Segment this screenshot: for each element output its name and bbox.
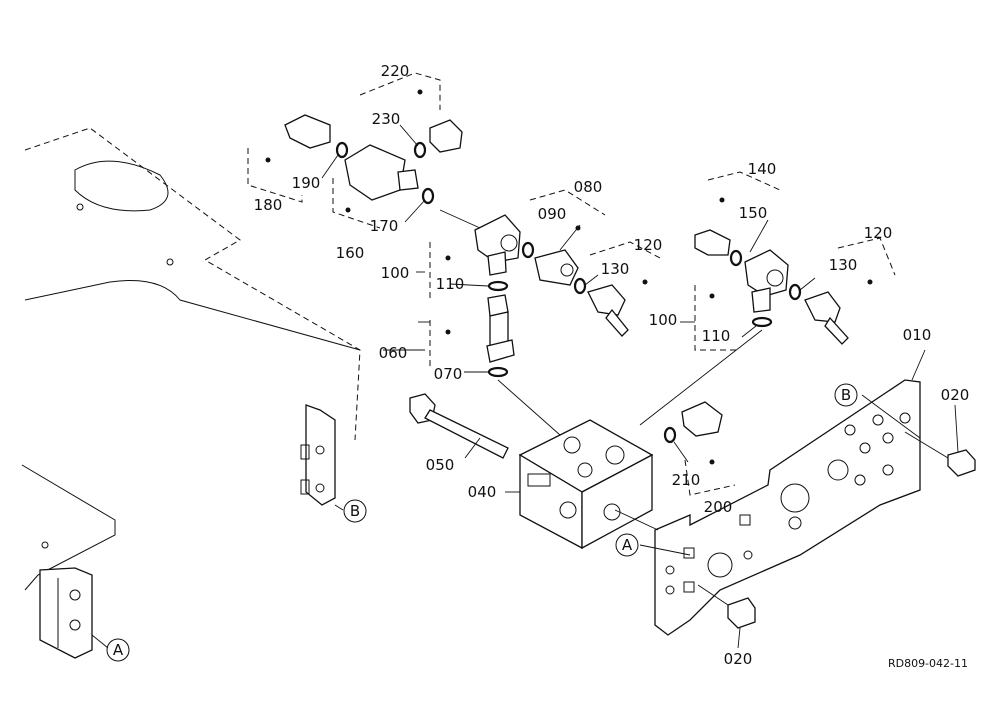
svg-text:A: A [622, 536, 633, 554]
label-100-left: 100 [381, 264, 410, 282]
leader-lines [91, 89, 959, 649]
o-ring-110-left [487, 280, 509, 292]
label-080: 080 [574, 178, 603, 196]
callout-a-bottom-left: A [106, 638, 130, 662]
frame-bracket-right [300, 404, 336, 506]
label-130-right: 130 [829, 256, 858, 274]
o-ring-130-left [573, 277, 587, 295]
label-190: 190 [292, 174, 321, 192]
label-140: 140 [748, 160, 777, 178]
o-ring-210 [663, 426, 677, 444]
callout-b-frame: B [343, 499, 367, 523]
o-ring-230 [413, 141, 427, 159]
label-220: 220 [381, 62, 410, 80]
o-ring-070 [487, 366, 509, 378]
fitting-060 [486, 294, 515, 363]
label-230: 230 [372, 110, 401, 128]
o-ring-150 [729, 249, 743, 267]
valve-block [518, 419, 654, 550]
svg-text:A: A [113, 641, 124, 659]
label-070: 070 [434, 365, 463, 383]
long-bolt [409, 393, 509, 459]
label-180: 180 [254, 196, 283, 214]
o-ring-130-right [788, 283, 802, 301]
o-rings [335, 141, 802, 444]
bolt-020-upper [904, 431, 976, 477]
label-040: 040 [468, 483, 497, 501]
label-060: 060 [379, 344, 408, 362]
o-ring-110-right [751, 316, 773, 328]
label-110-right: 110 [702, 327, 731, 345]
group-brackets [247, 72, 896, 496]
label-170: 170 [370, 217, 399, 235]
label-130-left: 130 [601, 260, 630, 278]
elbow-fitting-100-left [474, 214, 521, 276]
solenoid-160 [344, 144, 419, 201]
o-ring-170 [421, 187, 435, 205]
label-110-left: 110 [436, 275, 465, 293]
sensor-200 [681, 401, 723, 437]
label-120-right: 120 [864, 224, 893, 242]
o-ring-090 [521, 241, 535, 259]
plug-230 [429, 119, 463, 153]
label-160: 160 [336, 244, 365, 262]
callout-b-plate: B [834, 383, 858, 407]
reference-code: RD809-042-11 [888, 657, 968, 670]
label-020-upper: 020 [941, 386, 970, 404]
o-ring-190 [335, 141, 349, 159]
bolt-020-lower [697, 584, 756, 629]
label-010: 010 [903, 326, 932, 344]
fitting-120-left [587, 284, 629, 337]
frame-plate [21, 127, 361, 591]
mounting-plate [654, 379, 921, 636]
label-020-lower: 020 [724, 650, 753, 668]
svg-text:B: B [350, 502, 360, 520]
fitting-120-right [804, 291, 849, 345]
label-050: 050 [426, 456, 455, 474]
label-090: 090 [538, 205, 567, 223]
part-labels: 220 230 190 180 170 160 100 110 060 070 … [254, 62, 970, 668]
plug-180 [284, 114, 331, 149]
fitting-140 [694, 229, 731, 256]
label-210: 210 [672, 471, 701, 489]
callout-a-plate: A [615, 533, 639, 557]
elbow-fitting-100-right [744, 249, 789, 313]
frame-bracket-left [39, 567, 93, 659]
svg-text:B: B [841, 386, 851, 404]
label-150: 150 [739, 204, 768, 222]
label-120-left: 120 [634, 236, 663, 254]
label-100-right: 100 [649, 311, 678, 329]
adapter-090 [534, 249, 579, 286]
label-200: 200 [704, 498, 733, 516]
